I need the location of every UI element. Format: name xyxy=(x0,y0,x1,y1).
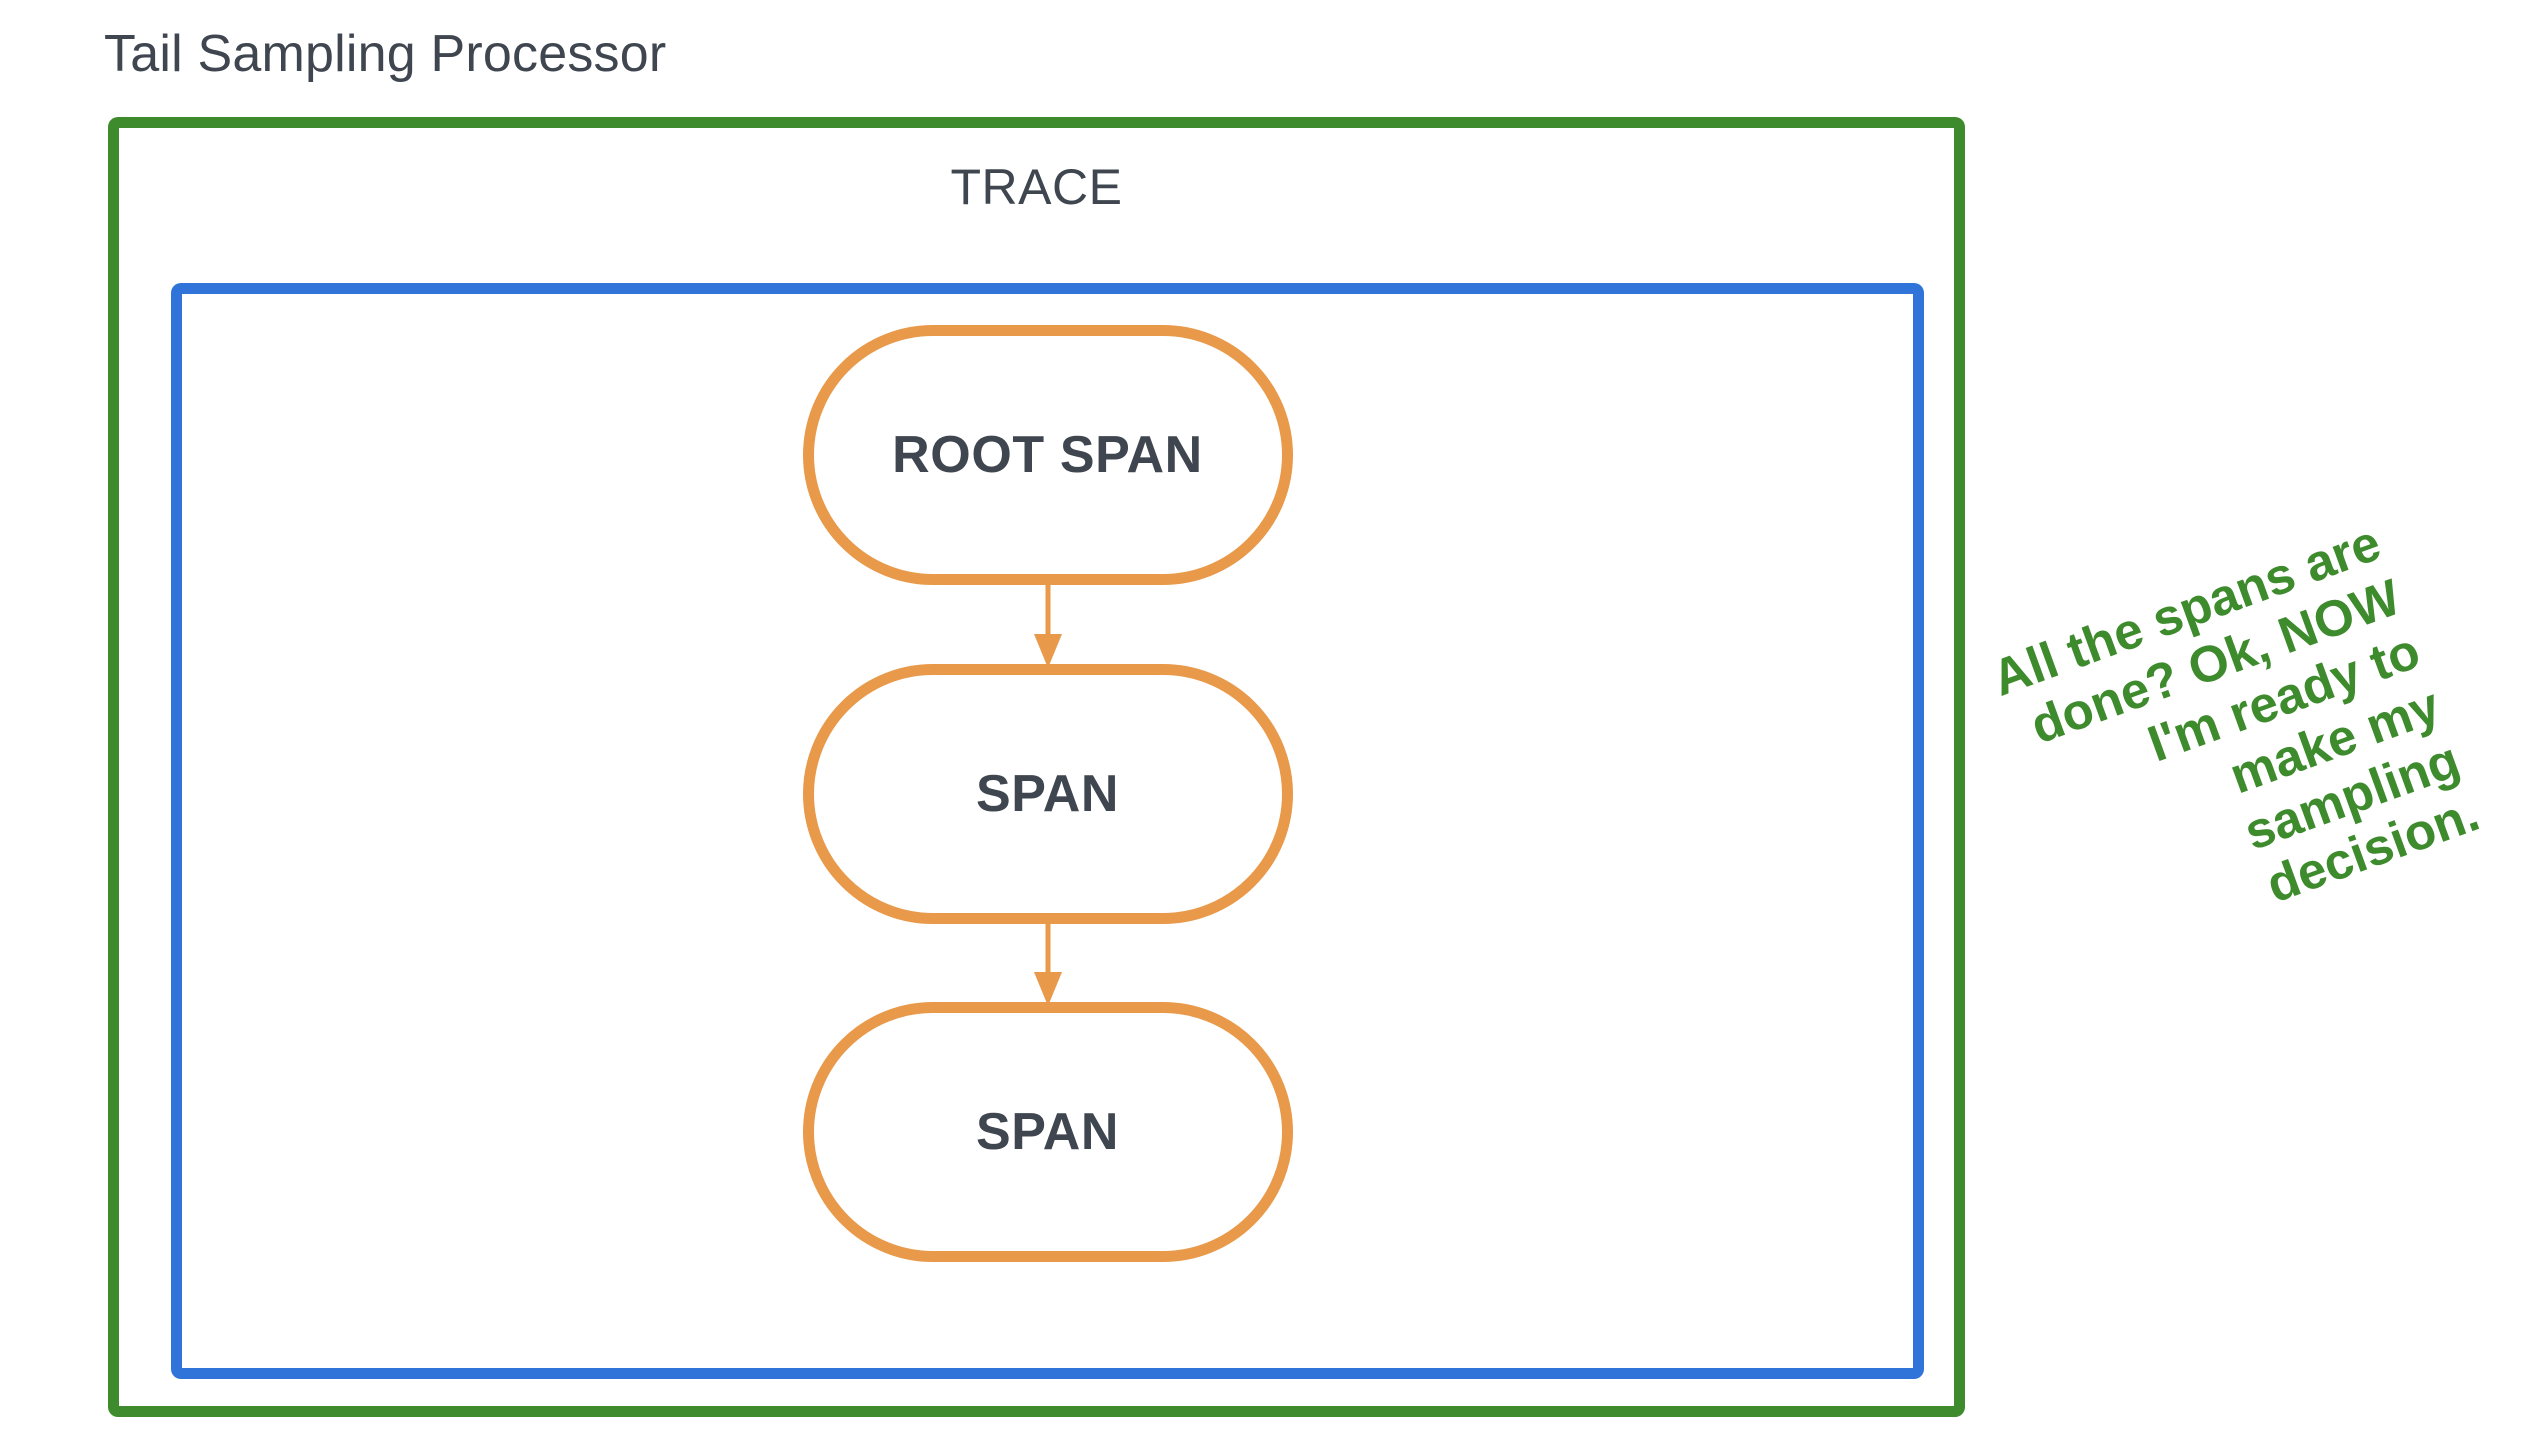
trace-label: TRACE xyxy=(950,159,1123,215)
arrow-down-icon xyxy=(1033,918,1062,1006)
arrow-down-icon xyxy=(1033,580,1062,668)
span-node-label: SPAN xyxy=(975,1103,1119,1161)
sampling-decision-annotation: All the spans are done? Ok, NOW I'm read… xyxy=(1984,513,2487,914)
span-node-label: SPAN xyxy=(975,765,1119,823)
tail-sampling-processor-container: TRACE ROOT SPAN SPAN SPAN xyxy=(108,117,1965,1417)
span-node-root[interactable]: ROOT SPAN xyxy=(802,325,1293,585)
span-node-2[interactable]: SPAN xyxy=(802,1002,1293,1262)
span-node-1[interactable]: SPAN xyxy=(802,664,1293,924)
span-node-label: ROOT SPAN xyxy=(892,426,1203,484)
span-stack: ROOT SPAN SPAN SPAN xyxy=(182,294,1913,1368)
trace-container: ROOT SPAN SPAN SPAN xyxy=(171,283,1924,1379)
page-title: Tail Sampling Processor xyxy=(104,25,667,83)
